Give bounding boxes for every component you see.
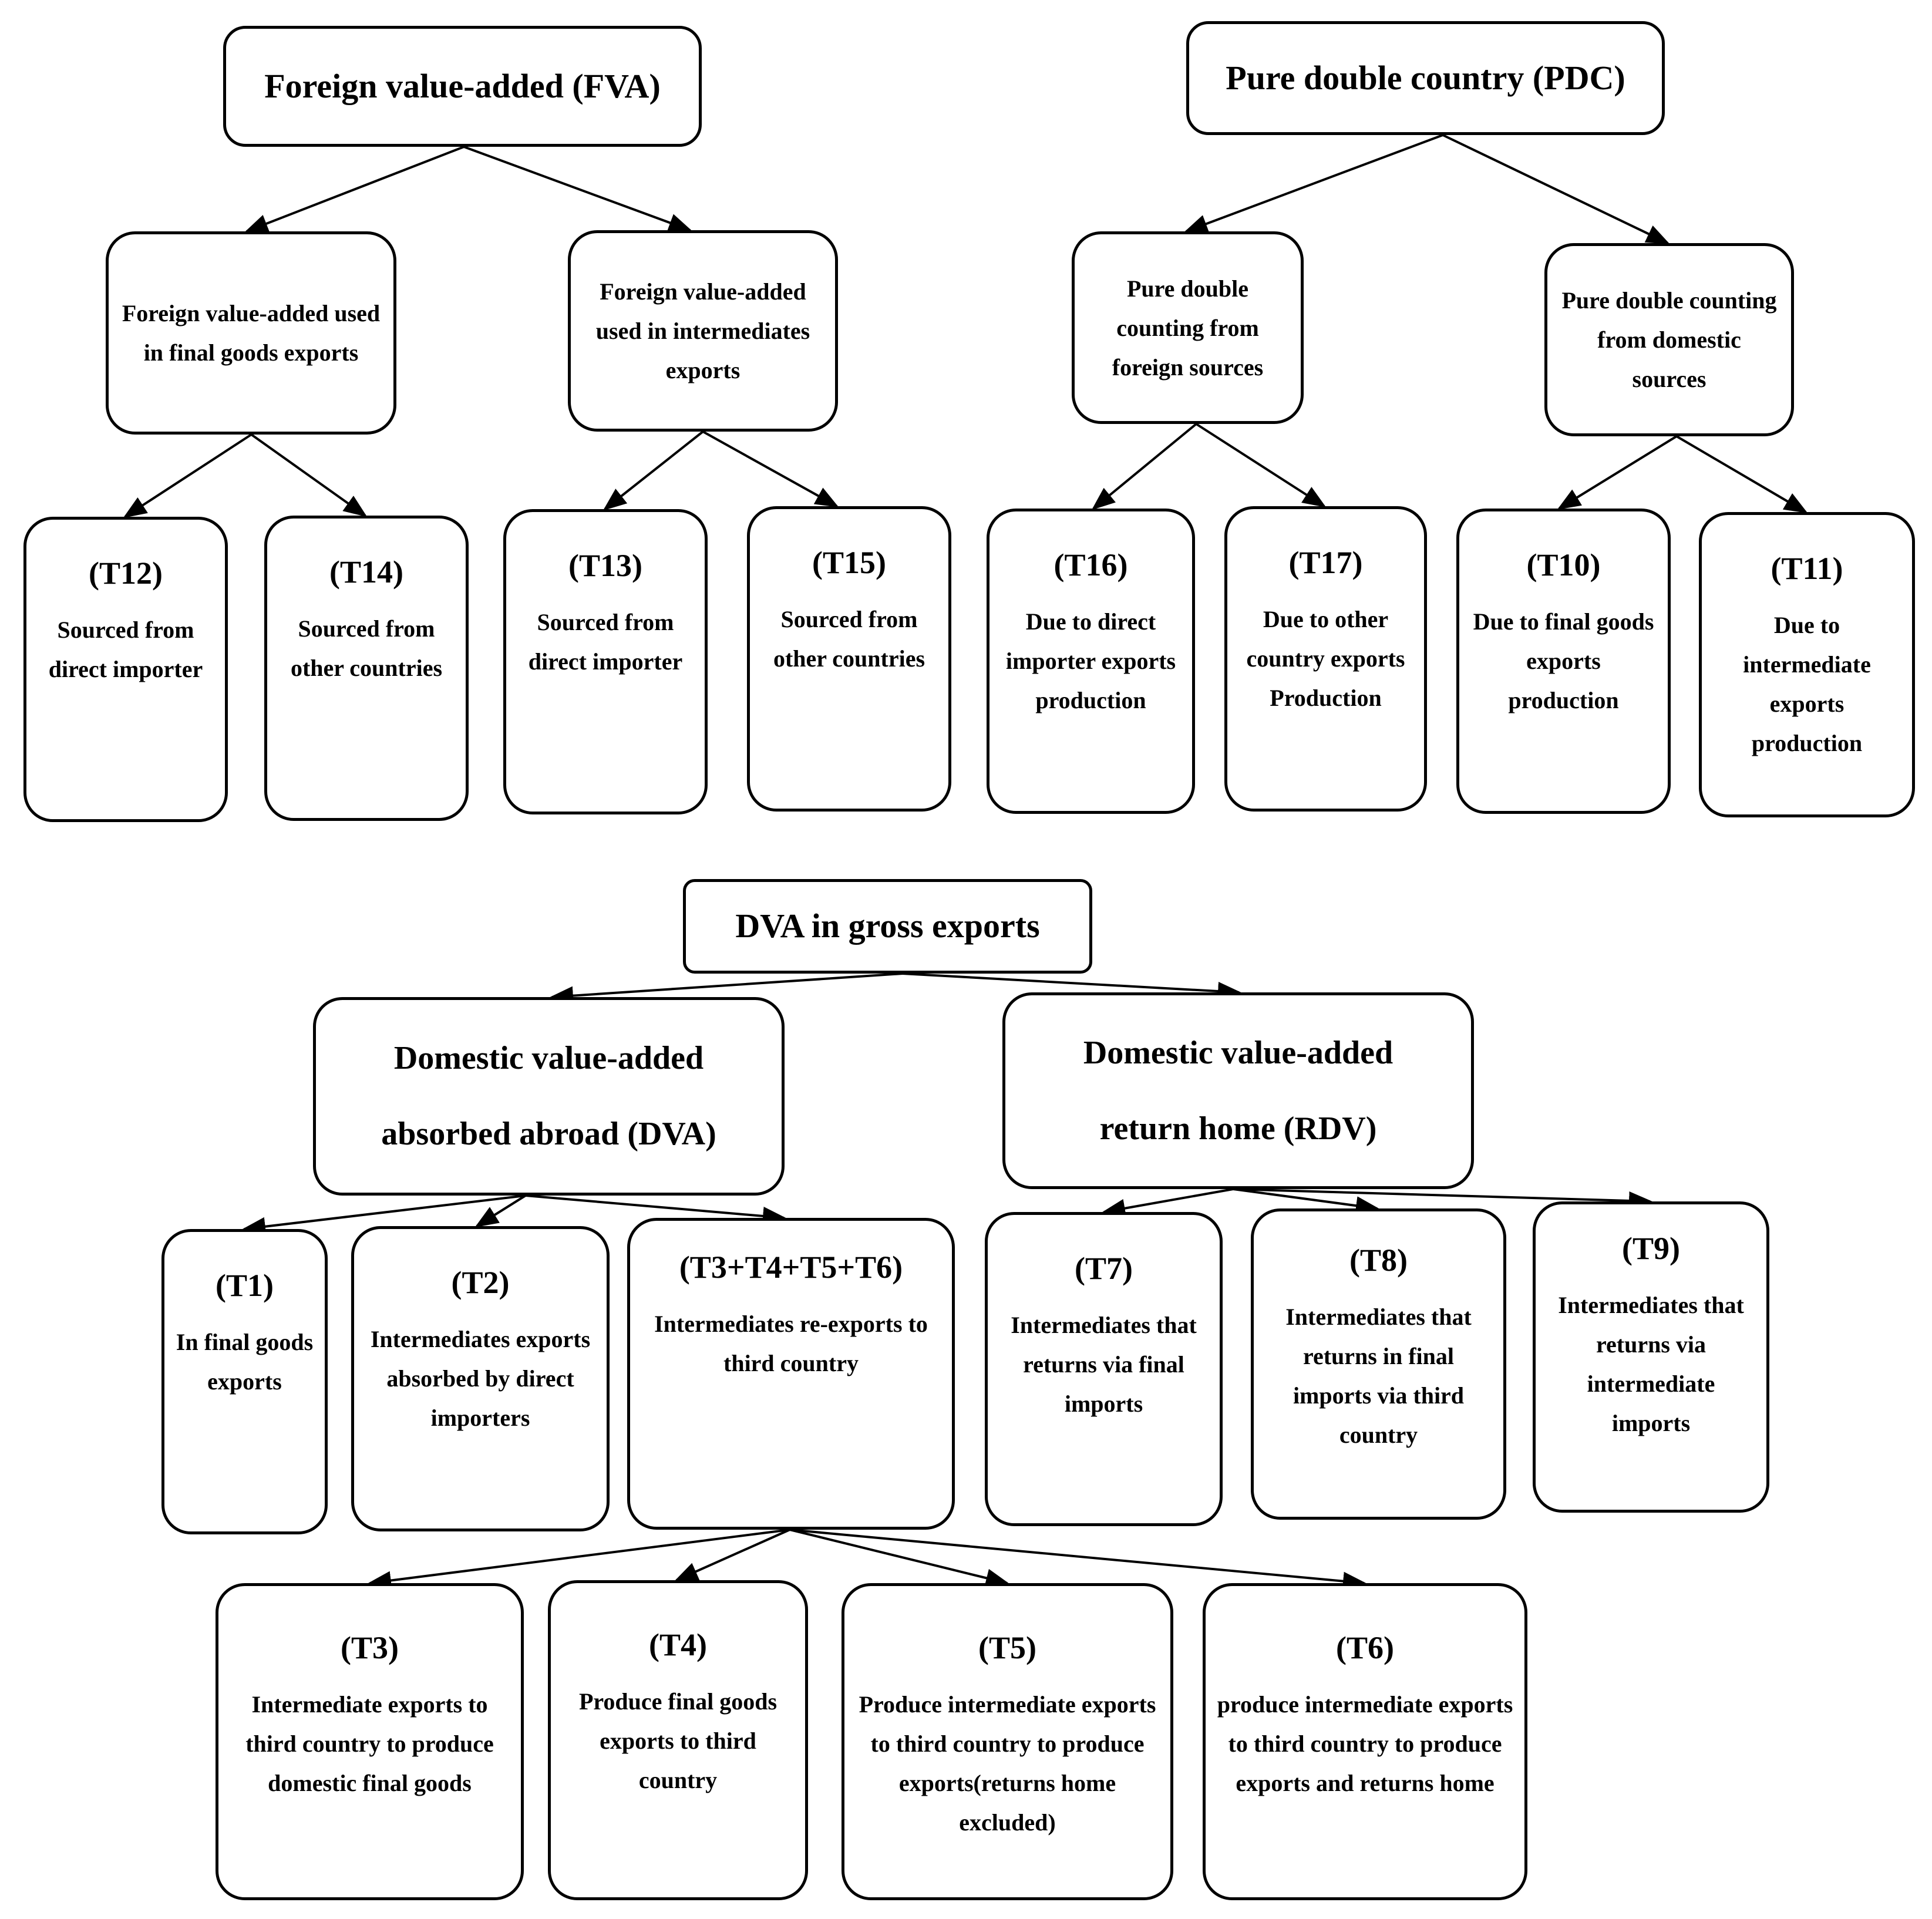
t5-code: (T5) (978, 1630, 1036, 1665)
t16-box: (T16) Due to direct importer exports pro… (987, 509, 1195, 814)
pdc-domestic-label: Pure double counting from domestic sourc… (1561, 287, 1777, 392)
t9-code: (T9) (1622, 1231, 1680, 1266)
edge-foreign-t16 (1091, 423, 1197, 510)
t14-label: Sourced from other countries (290, 615, 443, 681)
pdc-foreign-label: Pure double counting from foreign source… (1112, 275, 1264, 381)
t1-label: In final goods exports (176, 1329, 314, 1395)
t15-box: (T15) Sourced from other countries (747, 506, 951, 812)
t12-box: (T12) Sourced from direct importer (23, 517, 228, 822)
pdc-domestic-box: Pure double counting from domestic sourc… (1544, 243, 1794, 436)
fva-inter-box: Foreign value-added used in intermediate… (568, 230, 838, 432)
t8-box: (T8) Intermediates that returns in final… (1251, 1208, 1506, 1520)
t11-label: Due to intermediate exports production (1743, 612, 1871, 756)
fva-root-box: Foreign value-added (FVA) (223, 26, 702, 147)
edge-foreign-t17 (1195, 423, 1327, 508)
t15-code: (T15) (812, 545, 886, 580)
t15-label: Sourced from other countries (773, 606, 925, 672)
t13-box: (T13) Sourced from direct importer (503, 509, 708, 814)
edge-fva-inter (463, 146, 692, 232)
t13-code: (T13) (568, 548, 642, 583)
t16-label: Due to direct importer exports productio… (1005, 608, 1176, 713)
t3-label: Intermediate exports to third country to… (245, 1691, 494, 1796)
edge-absorbed-t1 (242, 1194, 526, 1236)
pdc-foreign-box: Pure double counting from foreign source… (1072, 231, 1304, 424)
dva-absorbed-box: Domestic value-added absorbed abroad (DV… (313, 997, 785, 1196)
fva-final-label: Foreign value-added used in final goods … (122, 300, 381, 366)
edge-domestic-t11 (1675, 435, 1808, 514)
dva-absorbed-label: Domestic value-added absorbed abroad (DV… (381, 1040, 716, 1152)
t1-code: (T1) (216, 1268, 274, 1303)
edge-inter-t13 (603, 430, 704, 511)
edge-fva-final (244, 146, 465, 233)
edge-pdc-domestic (1442, 134, 1670, 244)
t5-box: (T5) Produce intermediate exports to thi… (842, 1583, 1173, 1900)
t3456-label: Intermediates re-exports to third countr… (654, 1311, 928, 1376)
t11-code: (T11) (1771, 551, 1843, 586)
t13-label: Sourced from direct importer (528, 609, 683, 675)
fva-final-box: Foreign value-added used in final goods … (106, 231, 396, 435)
t17-code: (T17) (1288, 545, 1363, 580)
t10-label: Due to final goods exports production (1473, 608, 1654, 713)
edge-dva-absorbed (550, 972, 903, 1005)
t2-code: (T2) (451, 1265, 510, 1300)
t7-code: (T7) (1075, 1251, 1133, 1286)
t2-label: Intermediates exports absorbed by direct… (370, 1326, 591, 1431)
dva-return-label: Domestic value-added return home (RDV) (1083, 1034, 1394, 1147)
fva-root-title: Foreign value-added (FVA) (264, 66, 661, 105)
edge-t3456-t4 (674, 1529, 790, 1581)
edge-pdc-foreign (1184, 134, 1443, 233)
t6-box: (T6) produce intermediate exports to thi… (1203, 1583, 1527, 1900)
t17-box: (T17) Due to other country exports Produ… (1224, 506, 1427, 812)
edge-return-t7 (1102, 1188, 1234, 1218)
t12-label: Sourced from direct importer (48, 617, 203, 682)
fva-inter-label: Foreign value-added used in intermediate… (595, 278, 810, 383)
edge-inter-t15 (702, 430, 839, 507)
t10-box: (T10) Due to final goods exports product… (1456, 509, 1671, 814)
t5-label: Produce intermediate exports to third co… (859, 1691, 1156, 1836)
t4-code: (T4) (649, 1627, 707, 1662)
t10-code: (T10) (1526, 547, 1601, 583)
dva-root-title: DVA in gross exports (735, 907, 1040, 945)
pdc-root-title: Pure double country (PDC) (1226, 58, 1625, 97)
t6-label: produce intermediate exports to third co… (1217, 1691, 1513, 1796)
t8-label: Intermediates that returns in final impo… (1285, 1304, 1472, 1448)
edge-t3456-t3 (368, 1529, 790, 1590)
pdc-root-box: Pure double country (PDC) (1186, 21, 1665, 135)
dva-return-box: Domestic value-added return home (RDV) (1002, 992, 1474, 1189)
edge-return-t8 (1233, 1188, 1379, 1216)
t2-box: (T2) Intermediates exports absorbed by d… (351, 1226, 610, 1531)
edge-absorbed-t2 (474, 1194, 527, 1228)
t9-label: Intermediates that returns via intermedi… (1558, 1292, 1744, 1436)
edge-final-t14 (250, 433, 368, 517)
t3456-code: (T3+T4+T5+T6) (679, 1250, 903, 1285)
t7-box: (T7) Intermediates that returns via fina… (985, 1212, 1223, 1526)
edge-domestic-t10 (1557, 435, 1678, 510)
edge-final-t12 (123, 433, 253, 519)
edge-t3456-t5 (789, 1529, 1009, 1587)
t3-box: (T3) Intermediate exports to third count… (216, 1583, 524, 1900)
t4-label: Produce final goods exports to third cou… (578, 1688, 777, 1793)
t3456-box: (T3+T4+T5+T6) Intermediates re-exports t… (627, 1218, 955, 1530)
edge-dva-return (902, 972, 1241, 1001)
t4-box: (T4) Produce final goods exports to thir… (548, 1580, 808, 1900)
t11-box: (T11) Due to intermediate exports produc… (1699, 512, 1915, 817)
t9-box: (T9) Intermediates that returns via inte… (1533, 1201, 1769, 1513)
t6-code: (T6) (1336, 1630, 1394, 1665)
t12-code: (T12) (89, 556, 163, 591)
dva-root-box: DVA in gross exports (683, 879, 1092, 974)
edge-return-t9 (1233, 1188, 1652, 1210)
t17-label: Due to other country exports Production (1246, 606, 1405, 711)
t14-box: (T14) Sourced from other countries (264, 516, 469, 821)
t1-box: (T1) In final goods exports (161, 1229, 328, 1534)
edge-t3456-t6 (789, 1529, 1366, 1591)
t3-code: (T3) (341, 1630, 399, 1665)
t14-code: (T14) (329, 554, 403, 590)
t16-code: (T16) (1053, 547, 1128, 583)
edge-absorbed-t3456 (525, 1194, 786, 1226)
t8-code: (T8) (1349, 1243, 1408, 1278)
t7-label: Intermediates that returns via final imp… (1011, 1312, 1197, 1417)
